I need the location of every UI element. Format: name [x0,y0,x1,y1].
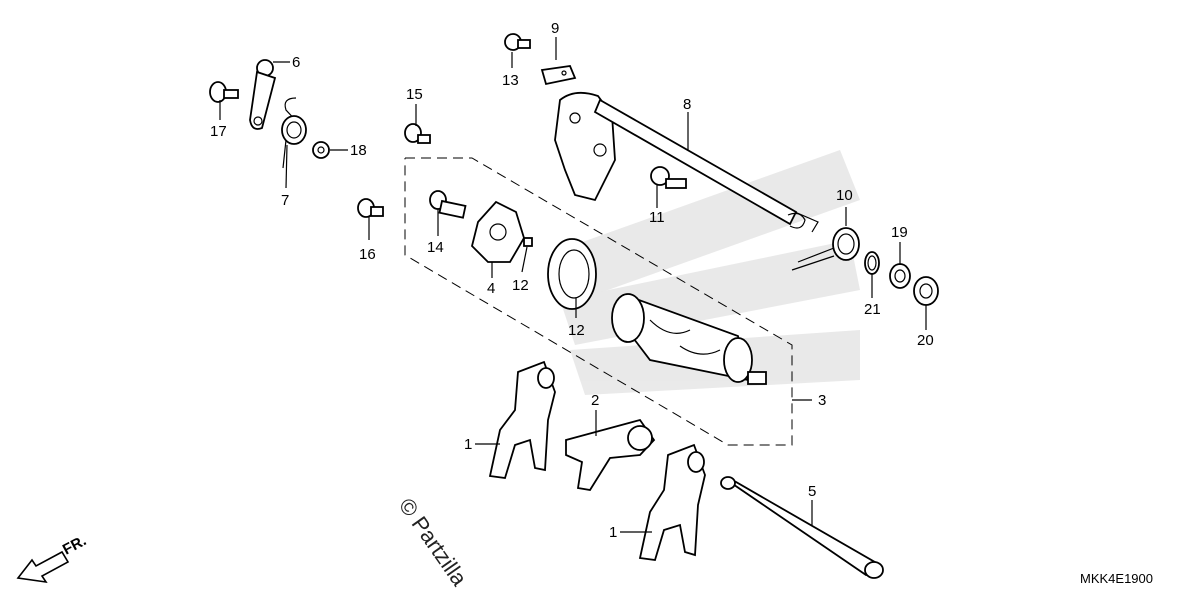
callout-1-left: 1 [464,436,472,453]
callout-11: 11 [649,209,665,226]
center-plate-part-4[interactable] [471,200,525,263]
bolt-part-11[interactable] [650,166,687,189]
callout-19: 13 [502,72,519,89]
callout-12-upper: 15 [406,86,423,103]
shift-fork-part-1-left[interactable] [488,360,556,479]
shift-drum-part-3[interactable] [611,293,767,385]
bearing-part-16[interactable] [547,238,597,310]
washer-part-14[interactable] [312,141,330,159]
shift-fork-part-2[interactable] [565,418,656,491]
callout-20: 12 [512,277,529,294]
bolt-part-21[interactable] [429,190,467,219]
callout-5: 5 [808,483,816,500]
callout-2: 2 [591,392,599,409]
bolt-part-19[interactable] [504,33,531,51]
bolt-part-12-lower[interactable] [357,198,384,218]
callout-labels: 6 7 17 18 15 16 13 9 8 11 10 19 21 20 14… [210,20,934,541]
front-arrow-icon [16,550,70,584]
callout-12-lower: 16 [359,246,376,263]
callout-6: 6 [292,54,300,71]
assembly-group-outline [404,157,793,446]
shift-fork-part-1-right[interactable] [638,443,706,561]
bolt-part-13[interactable] [209,81,239,103]
callout-4: 4 [487,280,495,297]
stopper-arm-part-6[interactable] [249,59,277,130]
callout-9: 9 [551,20,559,37]
plate-part-9[interactable] [540,65,577,86]
leader-lines [219,37,927,533]
callout-7: 7 [281,192,289,209]
spring-part-10[interactable] [791,227,860,271]
callout-1-right: 1 [609,524,617,541]
oil-seal-part-17[interactable] [913,276,939,306]
callout-8: 8 [683,96,691,113]
callout-18: 21 [864,301,881,318]
bolt-part-12-upper[interactable] [404,123,431,144]
callout-16: 12 [568,322,585,339]
copyright-watermark: © Partzilla [394,494,473,591]
washer-part-15[interactable] [889,263,911,289]
gearshift-spindle-part-8[interactable] [554,91,819,233]
fork-shaft-part-5[interactable] [720,476,884,579]
callout-15: 19 [891,224,908,241]
pin-part-20[interactable] [523,237,533,247]
return-spring-part-7[interactable] [281,97,307,169]
callout-17: 20 [917,332,934,349]
callout-21: 14 [427,239,444,256]
callout-10: 10 [836,187,853,204]
front-direction-indicator: FR. [16,532,89,584]
diagram-code: MKK4E1900 [1080,571,1153,586]
circlip-part-18[interactable] [864,251,880,275]
callout-3: 3 [818,392,826,409]
callout-13: 17 [210,123,227,140]
callout-14: 18 [350,142,367,159]
